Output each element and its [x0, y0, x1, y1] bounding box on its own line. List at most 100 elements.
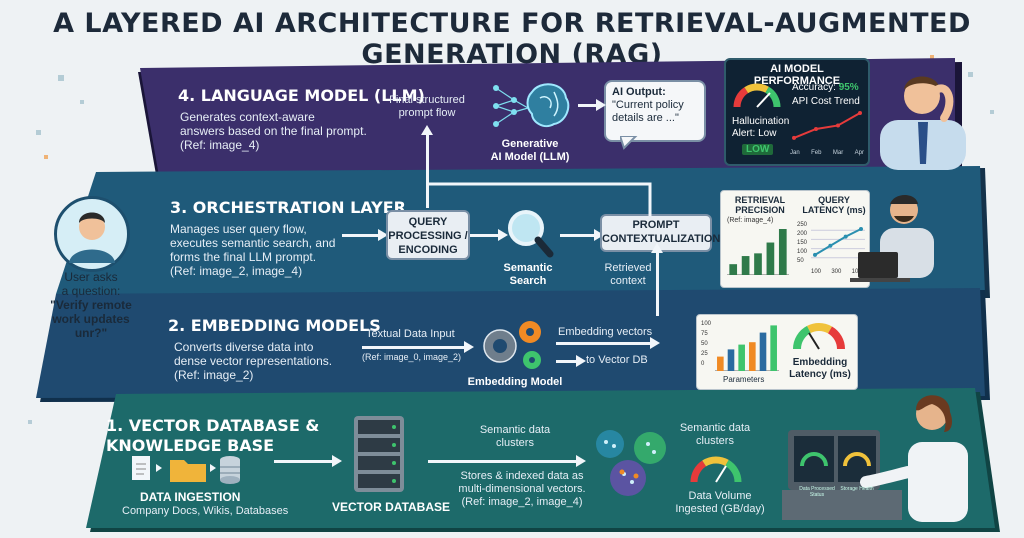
performance-title: AI MODEL PERFORMANCE: [753, 63, 841, 87]
prompt-to-llm-line: [428, 182, 652, 216]
flow-arrow-up: [421, 125, 433, 208]
gears-icon: [483, 321, 541, 369]
magnifier-icon: [508, 210, 554, 258]
page-title: A LAYERED AI ARCHITECTURE FOR RETRIEVAL-…: [53, 8, 971, 70]
analyst-laptop-illustration: [850, 195, 934, 282]
operator-workstation-illustration: [782, 395, 968, 522]
chart-point: [836, 123, 840, 128]
arrow-to-embedding: [362, 341, 474, 353]
hallucination-badge: LOW: [742, 144, 774, 155]
chart-bar: [738, 344, 745, 371]
chart-series-line: [793, 112, 861, 139]
chart-bar: [766, 242, 775, 275]
month-tick: Mar: [832, 150, 844, 156]
arrow-to-output: [578, 99, 606, 111]
x-tick: 100: [811, 269, 822, 275]
layer3-desc: Manages user query flow,executes semanti…: [170, 222, 336, 278]
arrow-retrieved-up: [651, 243, 663, 316]
data-ingestion-label: DATA INGESTION: [140, 490, 241, 504]
to-vectordb-label: to Vector DB: [586, 354, 648, 366]
chart-series-line: [814, 228, 862, 256]
chart-bar: [741, 256, 750, 275]
chart-bar: [770, 325, 777, 371]
api-cost-label: API Cost Trend: [792, 96, 860, 107]
chart-point: [813, 252, 817, 257]
textual-input-ref: (Ref: image_0, image_2): [362, 352, 462, 362]
accuracy-readout: Accuracy: 95%: [792, 82, 859, 93]
chart-point: [828, 243, 833, 248]
screen-left-label: Data Processed Status: [799, 486, 835, 498]
data-ingestion-sub: Company Docs, Wikis, Databases: [122, 505, 289, 517]
latency-gauge-icon: [793, 323, 845, 350]
chart-point: [814, 127, 818, 131]
hallucination-alert: Hallucination Alert: Low: [732, 116, 790, 139]
ai-performance-panel: AI MODEL PERFORMANCE Accuracy: 95% API C…: [724, 58, 870, 166]
ingestion-icons: [132, 456, 240, 484]
vector-database-label: VECTOR DATABASE: [332, 500, 451, 514]
chart-bar: [754, 253, 762, 275]
chart-bar: [778, 229, 787, 275]
chart-point: [858, 111, 862, 115]
arrow-to-vector-db: [274, 455, 342, 467]
arrow-to-search: [470, 229, 508, 241]
api-cost-chart: [792, 111, 862, 140]
chart-bar: [759, 332, 767, 371]
precision-bar-chart: [727, 229, 789, 275]
chart-bar: [729, 264, 738, 275]
layer1-heading: 1. VECTOR DATABASE &KNOWLEDGE BASE: [106, 416, 320, 455]
brain-network-icon: [493, 83, 570, 128]
document-icon: [132, 456, 150, 480]
precision-ref: (Ref: image_4): [727, 217, 774, 224]
vector-clusters-icon: [596, 430, 666, 496]
engineer-stressed-illustration: [880, 76, 966, 170]
arrow-to-prompt: [560, 229, 604, 241]
database-icon: [220, 456, 240, 484]
volume-gauge-icon: [690, 456, 742, 483]
parameters-label: Parameters: [723, 375, 765, 384]
accuracy-gauge-icon: [733, 83, 781, 108]
screen-right-label: Storage Health: [840, 486, 874, 492]
folder-icon: [170, 460, 206, 482]
chart-point: [792, 135, 796, 140]
ai-output-bubble: AI Output: "Current policy details are .…: [604, 80, 706, 142]
user-icon: [69, 212, 115, 263]
chart-point: [843, 234, 848, 239]
textual-input-label: Textual Data Input: [366, 328, 455, 340]
parameters-bar-chart: [715, 325, 779, 371]
arrow-embedding-out: [556, 337, 660, 349]
arrow-to-vectordb: [556, 355, 586, 367]
chart-bar: [717, 356, 724, 371]
user-avatar: [54, 196, 130, 272]
chart-bar: [749, 342, 756, 371]
embedding-model-label: Embedding Model: [467, 376, 563, 388]
x-tick: 300: [831, 269, 842, 275]
layer4-heading: 4. LANGUAGE MODEL (LLM): [178, 86, 425, 105]
chart-bar: [727, 349, 735, 371]
month-tick: Jan: [790, 150, 800, 156]
background-decor: [28, 55, 994, 424]
embedding-vectors-label: Embedding vectors: [558, 326, 653, 338]
bubble-tail: [620, 136, 638, 150]
server-rack-icon: [354, 416, 404, 492]
layer2-heading: 2. EMBEDDING MODELS: [168, 316, 381, 335]
